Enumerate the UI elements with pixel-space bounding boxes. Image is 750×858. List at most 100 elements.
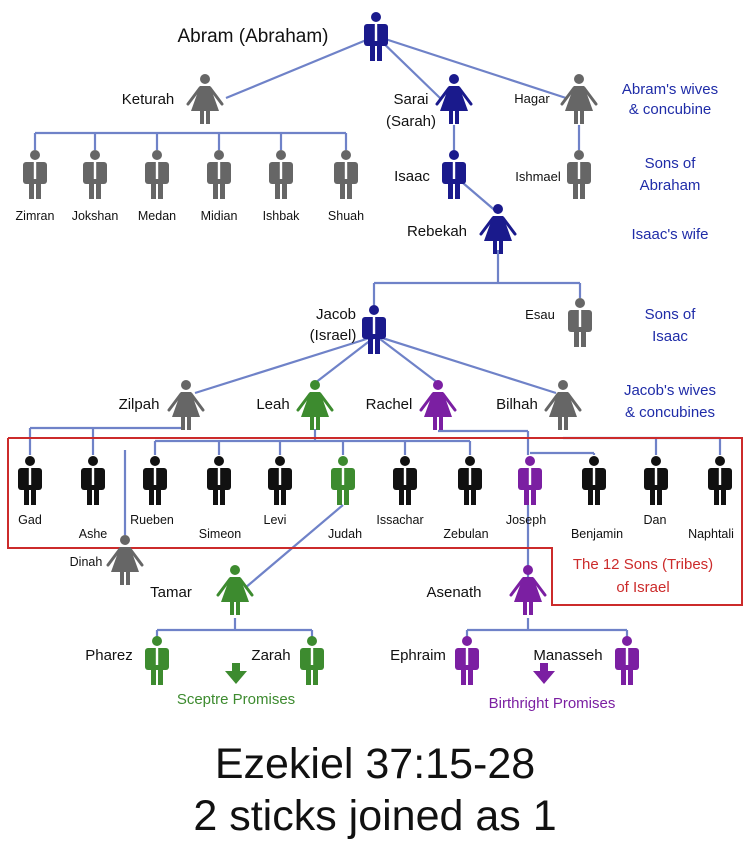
- label-shuah: Shuah: [328, 209, 364, 223]
- legend-twelve-tribes: The 12 Sons (Tribes): [573, 556, 713, 573]
- label-zarah: Zarah: [251, 647, 290, 664]
- label-asenath: Asenath: [426, 584, 481, 601]
- connector-line: [375, 35, 441, 99]
- label-manasseh: Manasseh: [533, 647, 602, 664]
- connector-line: [375, 335, 439, 384]
- figure-zebulan: [458, 456, 482, 505]
- label-ishbak: Ishbak: [263, 209, 301, 223]
- label-jokshan: Jokshan: [72, 209, 119, 223]
- legend-jacobs-wives-2: & concubines: [625, 404, 715, 421]
- label-ishmael: Ishmael: [515, 169, 561, 184]
- label-midian: Midian: [201, 209, 238, 223]
- figure-simeon: [207, 456, 231, 505]
- figure-keturah: [186, 74, 224, 124]
- label-jacob: Jacob: [316, 306, 356, 323]
- figure-judah: [331, 456, 355, 505]
- label-benjamin: Benjamin: [571, 527, 623, 541]
- label-simeon: Simeon: [199, 527, 241, 541]
- figure-dinah: [106, 535, 144, 585]
- label-rueben: Rueben: [130, 513, 174, 527]
- label-tamar: Tamar: [150, 584, 192, 601]
- figure-sarai: [435, 74, 473, 124]
- label-isaac: Isaac: [394, 168, 430, 185]
- figure-gad: [18, 456, 42, 505]
- label-abram: Abram (Abraham): [178, 26, 329, 47]
- figure-naphtali: [708, 456, 732, 505]
- label-issachar: Issachar: [376, 513, 423, 527]
- figure-levi: [268, 456, 292, 505]
- figure-midian: [207, 150, 231, 199]
- label-birthright-promises: Birthright Promises: [489, 695, 616, 712]
- label-sceptre-promises: Sceptre Promises: [177, 691, 295, 708]
- figure-shuah: [334, 150, 358, 199]
- label-dan: Dan: [644, 513, 667, 527]
- label-rachel: Rachel: [366, 396, 413, 413]
- legend-sons-of-isaac-2: Isaac: [652, 328, 688, 345]
- legend-jacobs-wives: Jacob's wives: [624, 382, 716, 399]
- figure-abram: [364, 12, 388, 61]
- figure-ishbak: [269, 150, 293, 199]
- label-israel: (Israel): [310, 327, 357, 344]
- legend-sons-of-abraham-2: Abraham: [640, 177, 701, 194]
- text-labels: Abram (Abraham) Keturah Sarai (Sarah) HagarZ…: [16, 26, 734, 712]
- figure-ephraim: [455, 636, 479, 685]
- label-gad: Gad: [18, 513, 42, 527]
- connector-line: [194, 334, 377, 395]
- label-levi: Levi: [264, 513, 287, 527]
- figure-rebekah: [479, 204, 517, 254]
- label-judah: Judah: [328, 527, 362, 541]
- label-hagar: Hagar: [514, 91, 550, 106]
- legend-isaacs-wife: Isaac's wife: [631, 226, 708, 243]
- figure-medan: [145, 150, 169, 199]
- figure-bilhah: [544, 380, 582, 430]
- legend-abrams-wives: Abram's wives: [622, 81, 718, 98]
- connector-line: [225, 34, 377, 100]
- figure-jacob: [362, 305, 386, 354]
- birthright-arrow: [533, 663, 555, 684]
- legend-sons-of-abraham: Sons of: [645, 155, 697, 172]
- label-joseph: Joseph: [506, 513, 546, 527]
- label-sarai: Sarai: [393, 91, 428, 108]
- figure-zimran: [23, 150, 47, 199]
- connector-line: [244, 504, 344, 589]
- label-dinah: Dinah: [70, 555, 103, 569]
- figure-benjamin: [582, 456, 606, 505]
- figure-tamar: [216, 565, 254, 615]
- figure-issachar: [393, 456, 417, 505]
- figure-dan: [644, 456, 668, 505]
- connector-lines: [7, 34, 743, 640]
- connector-line: [375, 334, 557, 395]
- sceptre-arrow: [225, 663, 247, 684]
- caption-line-2: 2 sticks joined as 1: [193, 792, 557, 840]
- figure-zilpah: [167, 380, 205, 430]
- figure-zarah: [300, 636, 324, 685]
- label-sarah: (Sarah): [386, 113, 436, 130]
- figure-ishmael: [567, 150, 591, 199]
- figure-rueben: [143, 456, 167, 505]
- figure-hagar: [560, 74, 598, 124]
- label-zilpah: Zilpah: [119, 396, 160, 413]
- label-medan: Medan: [138, 209, 176, 223]
- figure-isaac: [442, 150, 466, 199]
- label-keturah: Keturah: [122, 91, 175, 108]
- figure-joseph: [518, 456, 542, 505]
- figure-jokshan: [83, 150, 107, 199]
- figure-pharez: [145, 636, 169, 685]
- legend-twelve-tribes-2: of Israel: [616, 579, 669, 596]
- label-zimran: Zimran: [16, 209, 55, 223]
- label-pharez: Pharez: [85, 647, 133, 664]
- figure-rachel: [419, 380, 457, 430]
- connector-line: [314, 335, 377, 384]
- twelve-tribes-box: [7, 437, 743, 606]
- label-rebekah: Rebekah: [407, 223, 467, 240]
- connector-line: [375, 34, 567, 100]
- legend-abrams-wives-2: & concubine: [629, 101, 712, 118]
- label-ephraim: Ephraim: [390, 647, 446, 664]
- legend-sons-of-isaac: Sons of: [645, 306, 697, 323]
- label-naphtali: Naphtali: [688, 527, 734, 541]
- figure-manasseh: [615, 636, 639, 685]
- person-figures: [18, 12, 732, 685]
- figure-esau: [568, 298, 592, 347]
- figure-ashe: [81, 456, 105, 505]
